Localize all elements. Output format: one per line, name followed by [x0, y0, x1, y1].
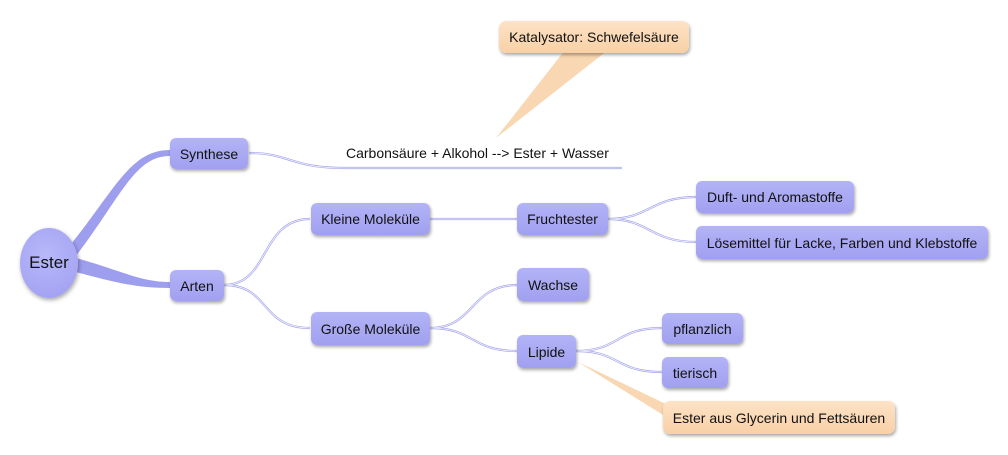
root-node-ester[interactable]: Ester: [20, 228, 78, 298]
root-to-arten-branch: [76, 258, 170, 288]
node-wachse[interactable]: Wachse: [517, 268, 589, 301]
arten-to-kleine-link: [223, 217, 311, 287]
grosse-to-wachse-link: [429, 283, 518, 330]
node-loesemittel[interactable]: Lösemittel für Lacke, Farben und Klebsto…: [696, 226, 988, 259]
fruchtester-to-loesemittel-link: [607, 217, 697, 244]
lipide-note-callout[interactable]: Ester aus Glycerin und Fettsäuren: [663, 401, 895, 434]
node-lipide[interactable]: Lipide: [517, 335, 576, 368]
node-tierisch[interactable]: tierisch: [662, 357, 728, 388]
node-pflanzlich[interactable]: pflanzlich: [662, 313, 743, 344]
arten-to-grosse-link: [223, 283, 311, 330]
catalyst-callout[interactable]: Katalysator: Schwefelsäure: [499, 21, 689, 53]
root-to-synthese-branch: [68, 150, 170, 256]
node-arten[interactable]: Arten: [170, 270, 224, 301]
node-kleine-molekuele[interactable]: Kleine Moleküle: [311, 203, 430, 235]
lipide-to-pflanzlich-link: [575, 326, 663, 353]
node-duft-aromastoffe[interactable]: Duft- und Aromastoffe: [696, 181, 854, 213]
lipide-note-callout-tail: [578, 362, 668, 418]
node-grosse-molekuele[interactable]: Große Moleküle: [311, 312, 430, 345]
node-fruchtester[interactable]: Fruchtester: [517, 203, 608, 235]
reaction-text: Carbonsäure + Alkohol --> Ester + Wasser: [346, 145, 609, 161]
lipide-to-tierisch-link: [575, 349, 663, 374]
fruchtester-to-duft-link: [607, 195, 697, 221]
catalyst-callout-tail: [496, 50, 608, 138]
node-synthese[interactable]: Synthese: [170, 138, 248, 169]
